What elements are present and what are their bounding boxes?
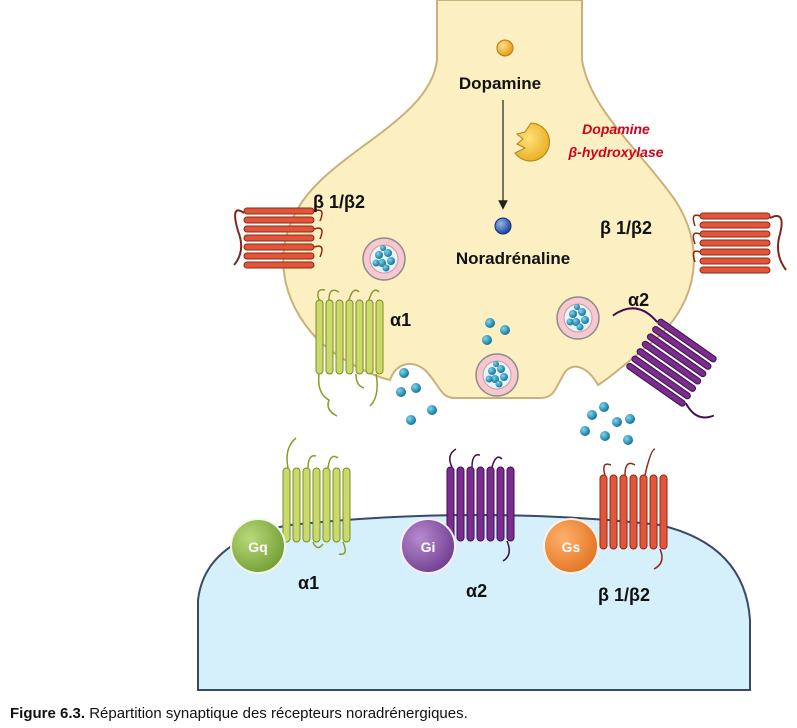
beta-label-postsynaptic: β 1/β2 [598,585,650,605]
alpha2-label-presynaptic: α2 [628,290,649,310]
noradrenaline-label: Noradrénaline [456,249,570,268]
enzyme-label-line1: Dopamine [582,121,650,137]
alpha2-receptor-postsynaptic [446,448,515,562]
beta-receptor-presynaptic-right [692,212,787,274]
gs-label: Gs [562,539,581,555]
figure-caption: Figure 6.3. Répartition synaptique des r… [10,705,468,722]
alpha1-label-postsynaptic: α1 [298,573,319,593]
alpha1-label-presynaptic: α1 [390,310,411,330]
dopamine-molecule [496,39,514,57]
beta-receptor-postsynaptic [599,448,668,570]
gq-label: Gq [248,539,267,555]
gi-protein: Gi [400,518,456,574]
noradrenaline-molecules-terminal [482,318,510,345]
alpha2-receptor-presynaptic [612,307,718,419]
vesicle [475,353,519,397]
alpha2-label-postsynaptic: α2 [466,581,487,601]
figure-caption-text: Répartition synaptique des récepteurs no… [85,705,468,722]
vesicle [362,237,406,281]
gq-protein: Gq [230,518,286,574]
noradrenaline-molecules-cleft [396,368,635,445]
alpha1-receptor-postsynaptic [282,437,351,555]
enzyme-label-line2: β-hydroxylase [567,144,663,160]
vesicle [556,296,600,340]
beta-label-presynaptic-right: β 1/β2 [600,218,652,238]
beta-receptor-presynaptic-left [233,207,323,269]
dopamine-label: Dopamine [459,74,541,93]
gs-protein: Gs [543,518,599,574]
figure-number: Figure 6.3. [10,705,86,722]
noradrenaline-molecule [494,217,512,235]
alpha1-receptor-presynaptic [315,288,384,417]
gi-label: Gi [421,539,436,555]
enzyme-icon [514,122,550,162]
beta-label-presynaptic-left: β 1/β2 [313,192,365,212]
synapse-diagram: Dopamine Noradrénaline Dopamine β-hydrox… [197,0,787,691]
